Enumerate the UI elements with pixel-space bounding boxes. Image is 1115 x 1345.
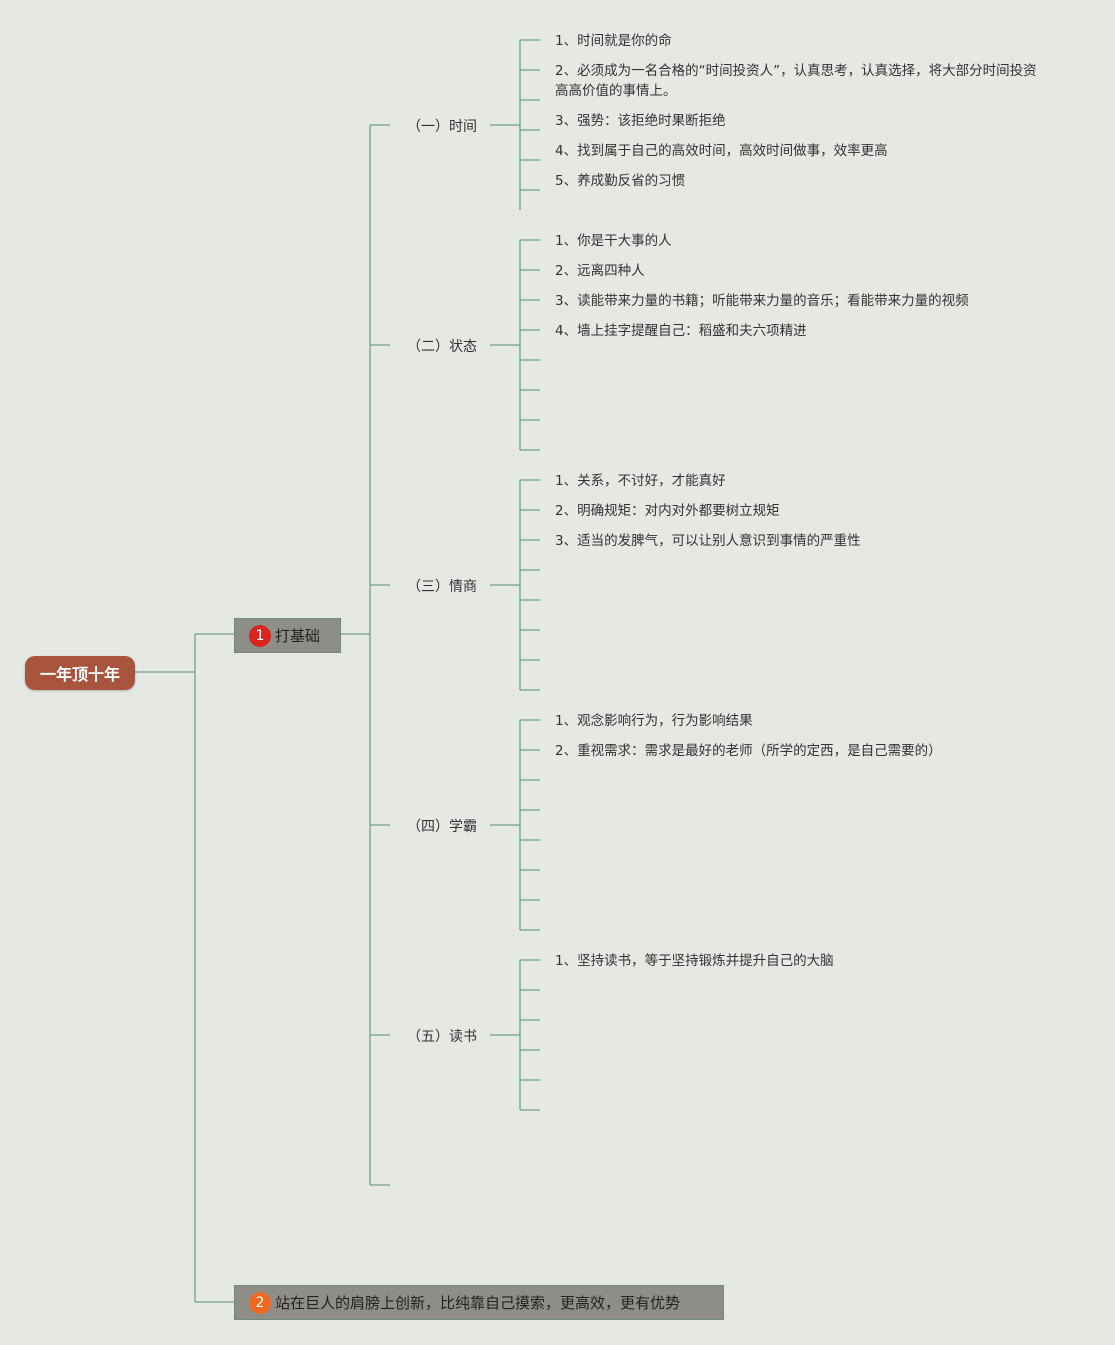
branch-node-1[interactable]: 1 打基础 [234, 618, 341, 653]
leaf-time-2-line1: 2、必须成为一名合格的“时间投资人”，认真思考，认真选择，将大部分时间投资 [555, 63, 1037, 79]
leaf-time-5[interactable]: 5、养成勤反省的习惯 [555, 173, 686, 189]
leaf-time-2-line2: 高高价值的事情上。 [555, 83, 677, 99]
category-eq[interactable]: （三）情商 [407, 579, 477, 595]
leaf-time-3[interactable]: 3、强势：该拒绝时果断拒绝 [555, 113, 726, 129]
leaf-state-3[interactable]: 3、读能带来力量的书籍；听能带来力量的音乐；看能带来力量的视频 [555, 293, 969, 309]
leaf-eq-1[interactable]: 1、关系，不讨好，才能真好 [555, 473, 726, 489]
root-label: 一年顶十年 [39, 665, 120, 684]
category-time[interactable]: （一）时间 [407, 119, 477, 135]
leaf-state-1[interactable]: 1、你是干大事的人 [555, 233, 672, 249]
leaf-state-2[interactable]: 2、远离四种人 [555, 263, 645, 279]
root-node[interactable]: 一年顶十年 [25, 656, 135, 690]
category-reading[interactable]: （五）读书 [407, 1029, 477, 1045]
leaf-reading-1[interactable]: 1、坚持读书，等于坚持锻炼并提升自己的大脑 [555, 953, 834, 969]
leaf-study-2[interactable]: 2、重视需求：需求是最好的老师（所学的定西，是自己需要的） [555, 743, 942, 759]
branch-node-2[interactable]: 2 站在巨人的肩膀上创新，比纯靠自己摸索，更高效，更有优势 [234, 1285, 724, 1320]
branch-label-1: 打基础 [275, 627, 321, 645]
leaf-study-1[interactable]: 1、观念影响行为，行为影响结果 [555, 713, 753, 729]
branch-label-2: 站在巨人的肩膀上创新，比纯靠自己摸索，更高效，更有优势 [275, 1294, 681, 1312]
leaf-time-4[interactable]: 4、找到属于自己的高效时间，高效时间做事，效率更高 [555, 143, 888, 159]
branch-number-2: 2 [249, 1291, 271, 1314]
leaf-time-2[interactable]: 2、必须成为一名合格的“时间投资人”，认真思考，认真选择，将大部分时间投资 高高… [555, 61, 1037, 101]
category-state[interactable]: （二）状态 [407, 339, 477, 355]
leaf-eq-2[interactable]: 2、明确规矩：对内对外都要树立规矩 [555, 503, 780, 519]
branch-number-1: 1 [249, 624, 271, 647]
leaf-state-4[interactable]: 4、墙上挂字提醒自己：稻盛和夫六项精进 [555, 323, 807, 339]
leaf-eq-3[interactable]: 3、适当的发脾气，可以让别人意识到事情的严重性 [555, 533, 861, 549]
category-study[interactable]: （四）学霸 [407, 819, 477, 835]
leaf-time-1[interactable]: 1、时间就是你的命 [555, 33, 672, 49]
